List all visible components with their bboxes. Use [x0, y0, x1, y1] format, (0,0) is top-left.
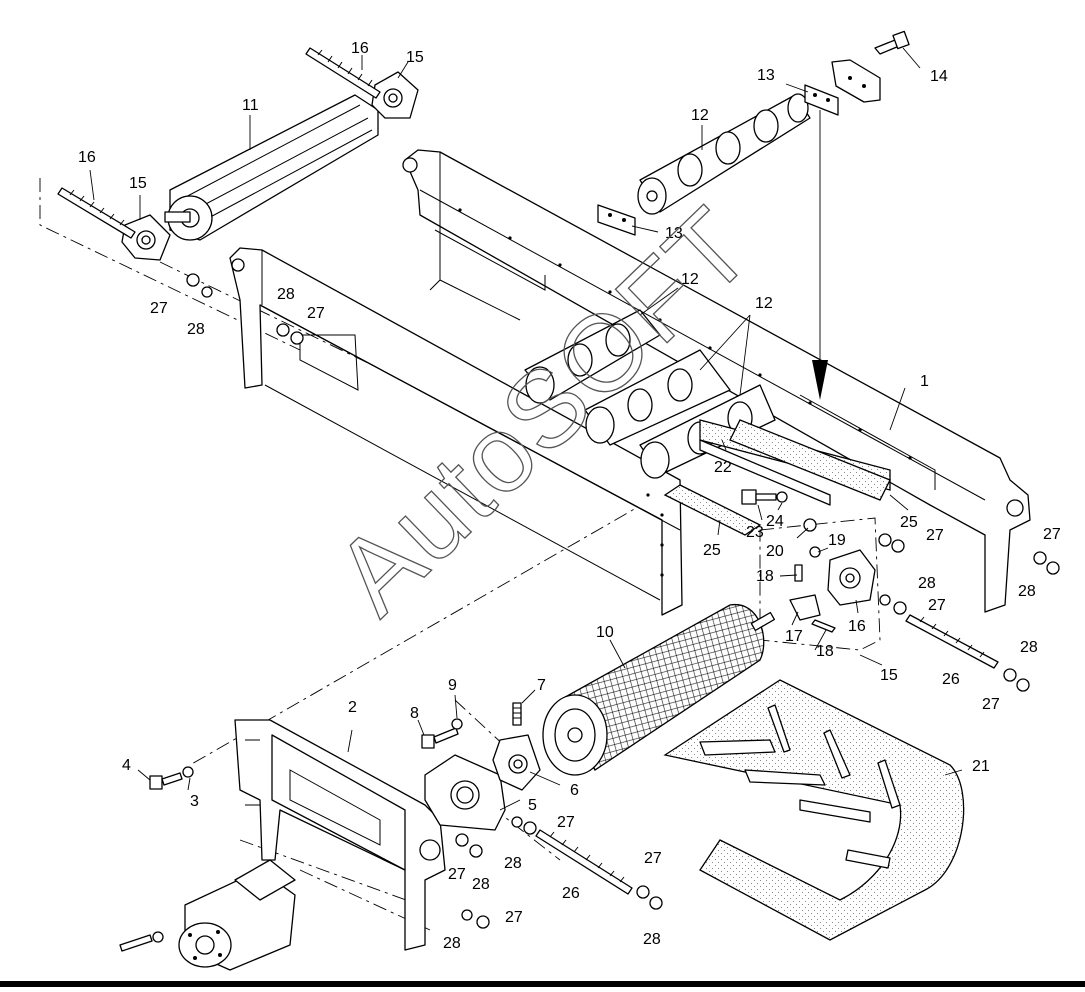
callout-28-e: 28: [1020, 639, 1038, 656]
callout-21: 21: [972, 758, 990, 775]
bearing-15-lower: [121, 214, 171, 261]
callout-14: 14: [930, 68, 948, 85]
callout-10: 10: [596, 624, 614, 641]
callout-27-h: 27: [557, 814, 575, 831]
callout-2: 2: [348, 699, 357, 716]
callout-28-d: 28: [1018, 583, 1036, 600]
callout-8: 8: [410, 705, 419, 722]
callout-16-left: 16: [78, 149, 96, 166]
bracket-14: [831, 30, 910, 103]
nuts-and-washers: [186, 273, 1060, 929]
belt-21: [663, 679, 965, 941]
callout-28-a: 28: [187, 321, 205, 338]
callout-15-tensioner: 15: [880, 667, 898, 684]
callout-18-upper: 18: [756, 568, 774, 585]
callout-27-c: 27: [926, 527, 944, 544]
callout-7: 7: [537, 677, 546, 694]
callout-28-b: 28: [277, 286, 295, 303]
washer-3: [182, 766, 194, 778]
callout-16-tensioner: 16: [848, 618, 866, 635]
bolt-16-lower: [57, 187, 136, 239]
flange-bearing-6: [492, 734, 541, 791]
frame-front-channel: [229, 247, 683, 616]
leader-lines: [89, 47, 963, 811]
callout-27-e: 27: [1043, 526, 1061, 543]
bolt-4: [149, 772, 183, 790]
callout-28-f: 28: [472, 876, 490, 893]
bottom-rule: [0, 981, 1085, 987]
bearing-plate-5: [424, 754, 506, 831]
drive-roller-10: [542, 604, 776, 776]
callout-6: 6: [570, 782, 579, 799]
callout-11: 11: [242, 97, 259, 114]
callout-3: 3: [190, 793, 199, 810]
callout-15-upper: 15: [406, 49, 424, 66]
callout-5: 5: [528, 797, 537, 814]
callout-12-upper: 12: [691, 107, 709, 124]
callout-17: 17: [785, 628, 803, 645]
callout-27-i: 27: [644, 850, 662, 867]
callout-27-a: 27: [150, 300, 168, 317]
slider-25: [663, 419, 891, 536]
callout-27-g: 27: [448, 866, 466, 883]
callout-27-b: 27: [307, 305, 325, 322]
tensioner-assembly-15: [759, 517, 881, 651]
bolt-8: [421, 727, 459, 749]
callout-23: 23: [746, 524, 764, 541]
callout-12-right: 12: [755, 295, 773, 312]
callout-28-c: 28: [918, 575, 936, 592]
auger-roller-12-upper: [637, 93, 811, 215]
threaded-rod-26-right: [905, 614, 999, 669]
frame-holes: [458, 208, 912, 460]
callout-26-right: 26: [942, 671, 960, 688]
callout-27-j: 27: [505, 909, 523, 926]
callout-13-upper: 13: [757, 67, 775, 84]
roller-11-star-roller: [164, 94, 379, 241]
callout-22: 22: [714, 459, 732, 476]
callout-25-right: 25: [900, 514, 918, 531]
callout-28-h: 28: [643, 931, 661, 948]
callout-24: 24: [766, 513, 784, 530]
callout-27-d: 27: [928, 597, 946, 614]
bearing-15-upper: [371, 71, 419, 119]
callout-13-lower: 13: [665, 225, 683, 242]
assembly-arrow-icon: [812, 360, 828, 400]
callout-27-f: 27: [982, 696, 1000, 713]
callout-25-left: 25: [703, 542, 721, 559]
callout-28-g: 28: [504, 855, 522, 872]
callout-19: 19: [828, 532, 846, 549]
callout-26-left: 26: [562, 885, 580, 902]
bolt-16-upper: [305, 47, 381, 99]
grease-nipple-7: [512, 702, 522, 726]
hydraulic-motor: [119, 859, 296, 971]
callout-4: 4: [122, 757, 131, 774]
callout-1: 1: [920, 373, 929, 390]
plate-13-upper: [804, 84, 839, 116]
callout-20: 20: [766, 543, 784, 560]
washer-24: [776, 491, 788, 503]
callout-labels: 1 2 3 4 5 6 7 8 9 10 11 12 12 12 13 13 1…: [78, 40, 1061, 952]
motor-mount-2: [234, 719, 446, 951]
bolt-23: [741, 489, 777, 505]
callout-9: 9: [448, 677, 457, 694]
callout-16-upper: 16: [351, 40, 369, 57]
plate-13-lower: [597, 204, 636, 236]
washer-9: [451, 718, 463, 730]
callout-28-i: 28: [443, 935, 461, 952]
threaded-rod-26-left: [535, 829, 633, 895]
callout-12-middle: 12: [681, 271, 699, 288]
callout-15-left: 15: [129, 175, 147, 192]
callout-18-lower: 18: [816, 643, 834, 660]
